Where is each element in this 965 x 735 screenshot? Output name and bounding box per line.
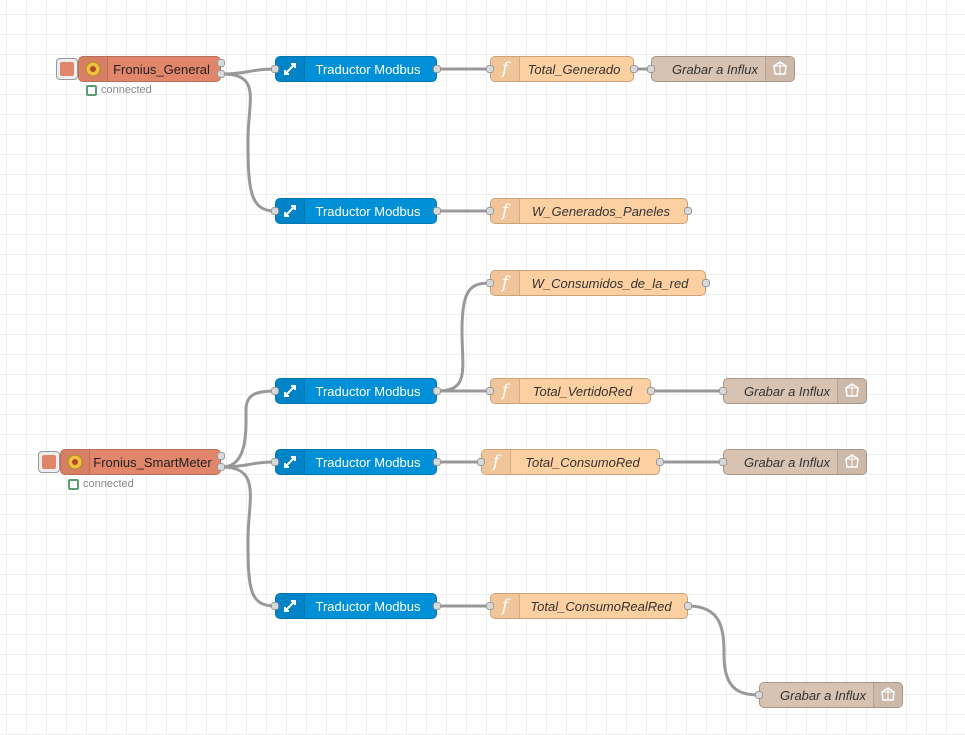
- node-label: Traductor Modbus: [315, 454, 421, 470]
- wire: [221, 389, 276, 469]
- node-label: W_Generados_Paneles: [531, 203, 671, 219]
- inject-button-square: [60, 62, 74, 76]
- output-port[interactable]: [433, 65, 441, 73]
- node-total-vertidored[interactable]: f Total_VertidoRed: [490, 378, 651, 404]
- node-label: Grabar a Influx: [744, 383, 830, 399]
- node-grabar-a-influx[interactable]: Grabar a Influx: [651, 56, 795, 82]
- influxdb-icon: [837, 450, 866, 474]
- output-port[interactable]: [684, 207, 692, 215]
- function-icon: f: [491, 199, 520, 223]
- output-port[interactable]: [433, 387, 441, 395]
- arrows-expand-icon: [276, 199, 305, 223]
- output-port[interactable]: [217, 463, 225, 471]
- input-port[interactable]: [271, 207, 279, 215]
- output-port[interactable]: [702, 279, 710, 287]
- node-label: Fronius_SmartMeter: [93, 454, 212, 470]
- wire: [221, 72, 276, 213]
- node-traductor-modbus[interactable]: Traductor Modbus: [275, 378, 437, 404]
- wire: [436, 281, 491, 393]
- node-total-consumored[interactable]: f Total_ConsumoRed: [481, 449, 660, 475]
- gear-icon: [61, 450, 90, 474]
- wire: [687, 604, 760, 697]
- node-label: Grabar a Influx: [672, 61, 758, 77]
- influxdb-icon: [873, 683, 902, 707]
- input-port[interactable]: [271, 602, 279, 610]
- output-port[interactable]: [433, 458, 441, 466]
- status-text: connected: [101, 84, 152, 96]
- function-icon: f: [482, 450, 511, 474]
- node-total-generado[interactable]: f Total_Generado: [490, 56, 634, 82]
- output-port[interactable]: [433, 602, 441, 610]
- output-port[interactable]: [684, 602, 692, 610]
- input-port[interactable]: [647, 65, 655, 73]
- influxdb-icon: [837, 379, 866, 403]
- node-label: W_Consumidos_de_la_red: [531, 275, 689, 291]
- node-fronius-general[interactable]: Fronius_General: [78, 56, 221, 82]
- gear-icon: [79, 57, 108, 81]
- output-port[interactable]: [217, 70, 225, 78]
- node-label: Traductor Modbus: [315, 61, 421, 77]
- input-port[interactable]: [755, 691, 763, 699]
- output-port[interactable]: [630, 65, 638, 73]
- input-port[interactable]: [271, 65, 279, 73]
- input-port[interactable]: [486, 387, 494, 395]
- output-port[interactable]: [217, 59, 225, 67]
- node-label: Traductor Modbus: [315, 598, 421, 614]
- node-total-consumorealred[interactable]: f Total_ConsumoRealRed: [490, 593, 688, 619]
- node-label: Grabar a Influx: [780, 687, 866, 703]
- wire: [221, 465, 276, 608]
- inject-button-fronius-smartmeter[interactable]: [38, 451, 60, 473]
- arrows-expand-icon: [276, 450, 305, 474]
- node-label: Traductor Modbus: [315, 383, 421, 399]
- status-dot-icon: [68, 478, 79, 490]
- input-port[interactable]: [486, 207, 494, 215]
- function-icon: f: [491, 57, 520, 81]
- status-indicator: connected: [86, 84, 152, 96]
- node-grabar-a-influx[interactable]: Grabar a Influx: [723, 449, 867, 475]
- node-label: Traductor Modbus: [315, 203, 421, 219]
- status-text: connected: [83, 478, 134, 490]
- arrows-expand-icon: [276, 594, 305, 618]
- input-port[interactable]: [271, 458, 279, 466]
- node-traductor-modbus[interactable]: Traductor Modbus: [275, 198, 437, 224]
- function-icon: f: [491, 271, 520, 295]
- input-port[interactable]: [486, 65, 494, 73]
- input-port[interactable]: [486, 602, 494, 610]
- input-port[interactable]: [477, 458, 485, 466]
- influxdb-icon: [765, 57, 794, 81]
- output-port[interactable]: [656, 458, 664, 466]
- arrows-expand-icon: [276, 57, 305, 81]
- node-fronius-smartmeter[interactable]: Fronius_SmartMeter: [60, 449, 221, 475]
- inject-button-square: [42, 455, 56, 469]
- node-label: Fronius_General: [113, 61, 210, 77]
- node-traductor-modbus[interactable]: Traductor Modbus: [275, 56, 437, 82]
- node-label: Total_ConsumoRed: [525, 454, 640, 470]
- output-port[interactable]: [433, 207, 441, 215]
- node-label: Grabar a Influx: [744, 454, 830, 470]
- node-traductor-modbus[interactable]: Traductor Modbus: [275, 593, 437, 619]
- input-port[interactable]: [271, 387, 279, 395]
- input-port[interactable]: [719, 387, 727, 395]
- output-port[interactable]: [647, 387, 655, 395]
- node-label: Total_VertidoRed: [532, 383, 633, 399]
- arrows-expand-icon: [276, 379, 305, 403]
- node-label: Total_ConsumoRealRed: [530, 598, 672, 614]
- node-traductor-modbus[interactable]: Traductor Modbus: [275, 449, 437, 475]
- status-dot-icon: [86, 84, 97, 96]
- input-port[interactable]: [719, 458, 727, 466]
- function-icon: f: [491, 594, 520, 618]
- node-w-generados-paneles[interactable]: f W_Generados_Paneles: [490, 198, 688, 224]
- node-label: Total_Generado: [527, 61, 621, 77]
- node-w-consumidos-de-la-red[interactable]: f W_Consumidos_de_la_red: [490, 270, 706, 296]
- node-grabar-a-influx[interactable]: Grabar a Influx: [723, 378, 867, 404]
- input-port[interactable]: [486, 279, 494, 287]
- inject-button-fronius-general[interactable]: [56, 58, 78, 80]
- node-grabar-a-influx[interactable]: Grabar a Influx: [759, 682, 903, 708]
- output-port[interactable]: [217, 452, 225, 460]
- status-indicator: connected: [68, 478, 134, 490]
- function-icon: f: [491, 379, 520, 403]
